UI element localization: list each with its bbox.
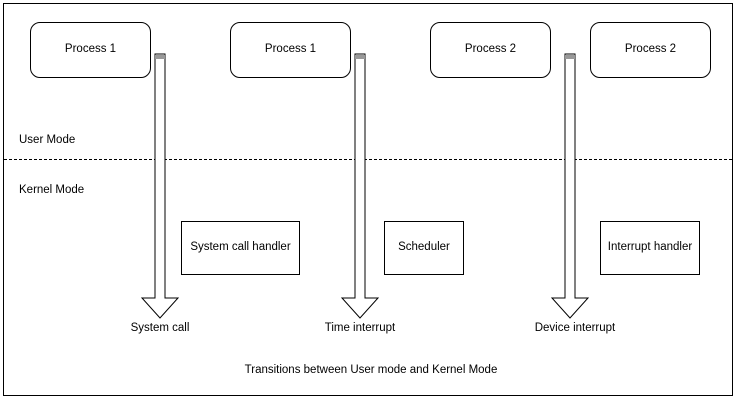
- process-box-3-label: Process 2: [464, 43, 517, 56]
- user-mode-label: User Mode: [19, 134, 76, 146]
- arrow-time-interrupt-shape: [340, 53, 380, 319]
- arrow-time-interrupt-source-cap: [355, 55, 365, 59]
- process-box-4-label: Process 2: [624, 43, 677, 56]
- handler-box-system-call-handler-label: System call handler: [190, 241, 291, 254]
- process-box-1-label: Process 1: [64, 43, 117, 56]
- arrow-label-system-call: System call: [130, 322, 190, 334]
- arrow-system-call: [140, 53, 180, 319]
- arrow-label-time-interrupt: Time interrupt: [324, 322, 396, 334]
- process-box-2-label: Process 1: [264, 43, 317, 56]
- diagram-caption: Transitions between User mode and Kernel…: [244, 364, 498, 376]
- arrow-device-interrupt-shape: [550, 53, 590, 319]
- handler-box-scheduler-label: Scheduler: [398, 241, 450, 254]
- arrow-device-interrupt: [550, 53, 590, 319]
- arrow-system-call-shape: [140, 53, 180, 319]
- handler-box-system-call-handler[interactable]: System call handler: [181, 221, 300, 275]
- handler-box-interrupt-handler-label: Interrupt handler: [607, 241, 693, 254]
- process-box-1[interactable]: Process 1: [30, 22, 151, 78]
- process-box-4[interactable]: Process 2: [590, 22, 711, 78]
- arrow-system-call-source-cap: [155, 55, 165, 59]
- handler-box-interrupt-handler[interactable]: Interrupt handler: [600, 221, 700, 275]
- arrow-time-interrupt: [340, 53, 380, 319]
- process-box-3[interactable]: Process 2: [430, 22, 551, 78]
- kernel-mode-label: Kernel Mode: [19, 184, 85, 196]
- arrow-label-device-interrupt: Device interrupt: [534, 322, 616, 334]
- mode-divider-line: [4, 159, 732, 160]
- process-box-2[interactable]: Process 1: [230, 22, 351, 78]
- arrow-device-interrupt-source-cap: [565, 55, 575, 59]
- handler-box-scheduler[interactable]: Scheduler: [384, 221, 464, 275]
- diagram-outer-border: [3, 3, 733, 396]
